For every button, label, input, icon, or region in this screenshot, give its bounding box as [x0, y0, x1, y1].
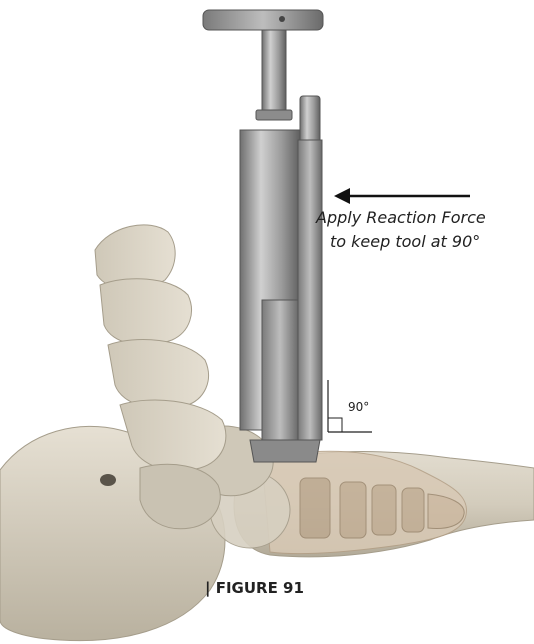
implant-segment [340, 482, 366, 538]
handle-collar [256, 110, 292, 120]
right-angle-indicator [328, 380, 372, 432]
bone-hole [100, 474, 116, 486]
handle-shaft [262, 30, 286, 120]
side-rod-top [300, 96, 320, 146]
bone-segment [100, 279, 191, 345]
implant-segment [300, 478, 330, 538]
reaction-force-arrow [334, 188, 470, 204]
implant-segment [402, 488, 424, 532]
tool-base [250, 440, 320, 462]
tool-lower-shaft [262, 300, 298, 450]
handle-hole [279, 16, 285, 22]
t-handle-bar [203, 10, 323, 30]
implant-segment [372, 485, 396, 535]
bone-segment [108, 340, 208, 409]
surgical-tool [203, 10, 323, 462]
tool-side-rail [298, 140, 322, 440]
